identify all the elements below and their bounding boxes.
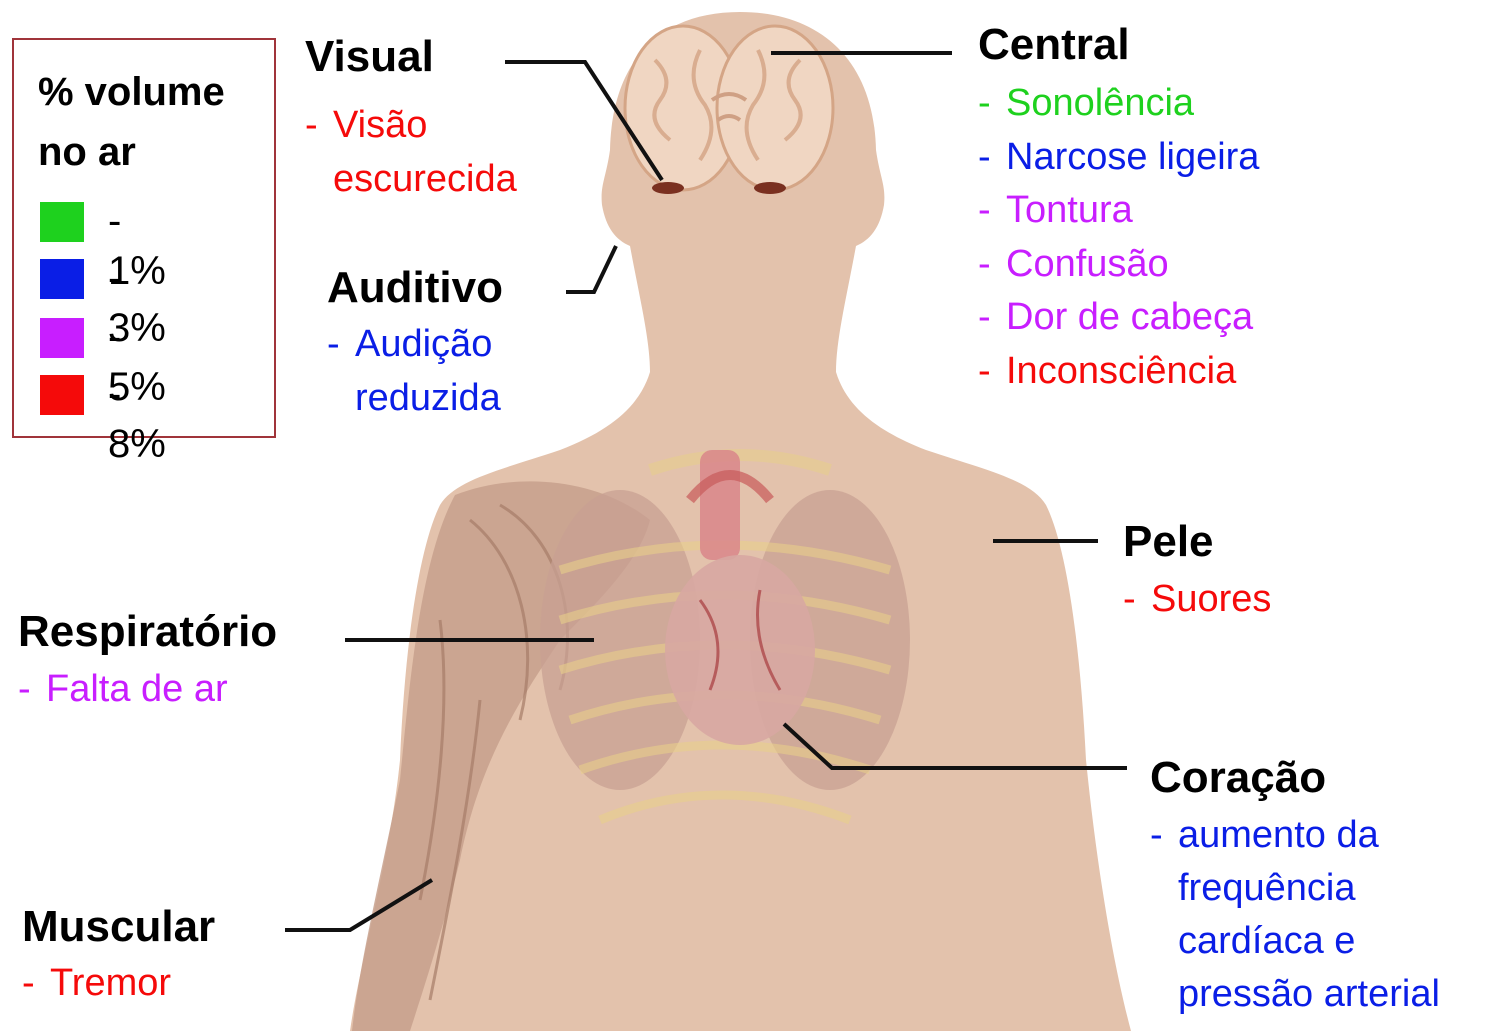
central-title: Central: [978, 18, 1130, 72]
legend-swatch-3pct: [40, 259, 84, 299]
central-symptom-confusao: Confusão: [1006, 243, 1169, 285]
central-symptom-tontura: Tontura: [1006, 189, 1133, 231]
coracao-symptom: -aumento da: [1150, 808, 1379, 862]
muscular-symptom: -Tremor: [22, 956, 171, 1010]
coracao-symptom-line2-row: frequência: [1150, 861, 1355, 915]
legend-swatch-1pct: [40, 202, 84, 242]
coracao-title: Coração: [1150, 751, 1326, 805]
pele-title: Pele: [1123, 515, 1214, 569]
auditivo-symptom-cont: reduzida: [327, 371, 501, 425]
central-symptom-narcose: Narcose ligeira: [1006, 136, 1259, 178]
auditivo-symptom: -Audição: [327, 317, 492, 371]
respiratorio-symptom: -Falta de ar: [18, 662, 228, 716]
central-symptom-4: -Confusão: [978, 237, 1169, 291]
legend-swatch-5pct: [40, 318, 84, 358]
visual-symptom-line2: escurecida: [333, 158, 517, 200]
respiratorio-title: Respiratório: [18, 605, 277, 659]
visual-symptom: -Visão: [305, 98, 427, 152]
coracao-symptom-line4-row: pressão arterial: [1150, 967, 1440, 1021]
legend-label-8pct: - 8%: [108, 369, 166, 469]
central-symptom-2: -Narcose ligeira: [978, 130, 1259, 184]
legend-box: % volume no ar - 1% - 3% - 5% - 8%: [12, 38, 276, 438]
visual-symptom-cont: escurecida: [305, 152, 517, 206]
coracao-symptom-line3-row: cardíaca e: [1150, 914, 1355, 968]
auditivo-symptom-line2: reduzida: [355, 377, 501, 419]
visual-symptom-line1: Visão: [333, 104, 427, 146]
central-symptom-6: -Inconsciência: [978, 344, 1236, 398]
pele-symptom: -Suores: [1123, 572, 1271, 626]
legend-swatch-8pct: [40, 375, 84, 415]
muscular-title: Muscular: [22, 900, 215, 954]
legend-title-line1: % volume: [38, 62, 225, 122]
central-symptom-3: -Tontura: [978, 183, 1133, 237]
visual-title: Visual: [305, 30, 434, 84]
respiratorio-symptom-falta-de-ar: Falta de ar: [46, 668, 228, 710]
legend-title-line2: no ar: [38, 122, 225, 182]
central-symptom-dor-de-cabeca: Dor de cabeça: [1006, 296, 1253, 338]
central-symptom-5: -Dor de cabeça: [978, 290, 1253, 344]
auditivo-symptom-line1: Audição: [355, 323, 492, 365]
left-eye: [652, 182, 684, 194]
coracao-symptom-line1: aumento da: [1178, 814, 1379, 856]
coracao-symptom-line2: frequência: [1178, 867, 1355, 909]
pele-symptom-suores: Suores: [1151, 578, 1271, 620]
central-symptom-sonolencia: Sonolência: [1006, 82, 1194, 124]
coracao-symptom-line4: pressão arterial: [1178, 973, 1440, 1015]
central-symptom-1: -Sonolência: [978, 76, 1194, 130]
right-eye: [754, 182, 786, 194]
auditivo-title: Auditivo: [327, 261, 503, 315]
coracao-symptom-line3: cardíaca e: [1178, 920, 1355, 962]
muscular-symptom-tremor: Tremor: [50, 962, 171, 1004]
auditivo-leader-line: [566, 246, 616, 292]
central-symptom-inconsciencia: Inconsciência: [1006, 350, 1236, 392]
legend-title: % volume no ar: [38, 62, 225, 182]
